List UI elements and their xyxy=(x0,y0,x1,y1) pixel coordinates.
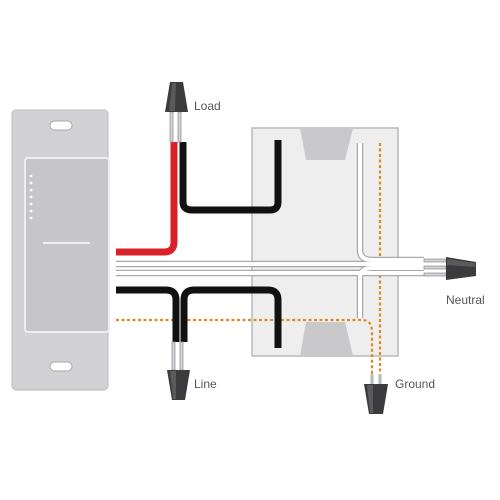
hot-wires xyxy=(116,140,282,348)
ground-pigtail xyxy=(370,374,382,384)
dimmer-switch xyxy=(11,109,110,391)
black-line-wire xyxy=(116,286,180,342)
ground-label: Ground xyxy=(395,377,436,391)
load-label: Load xyxy=(194,99,221,113)
ground-wire-nut-icon xyxy=(364,384,388,414)
line-label: Line xyxy=(194,377,217,391)
junction-box xyxy=(251,127,399,357)
top-screw-slot xyxy=(49,120,73,131)
wire-nut-icon xyxy=(165,82,476,414)
led-indicators xyxy=(29,174,33,220)
load-wire-nut-icon xyxy=(165,82,188,112)
neutral-wire xyxy=(116,143,424,318)
red-load-wire xyxy=(116,142,178,256)
neutral-label: Neutral xyxy=(446,293,485,307)
bottom-screw-slot xyxy=(49,361,73,372)
black-load-wire xyxy=(179,140,282,214)
switch-paddle xyxy=(24,157,110,333)
line-wire-nut-icon xyxy=(167,370,190,400)
neutral-wire-nut-icon xyxy=(446,257,476,280)
black-line-jumper xyxy=(180,286,282,348)
